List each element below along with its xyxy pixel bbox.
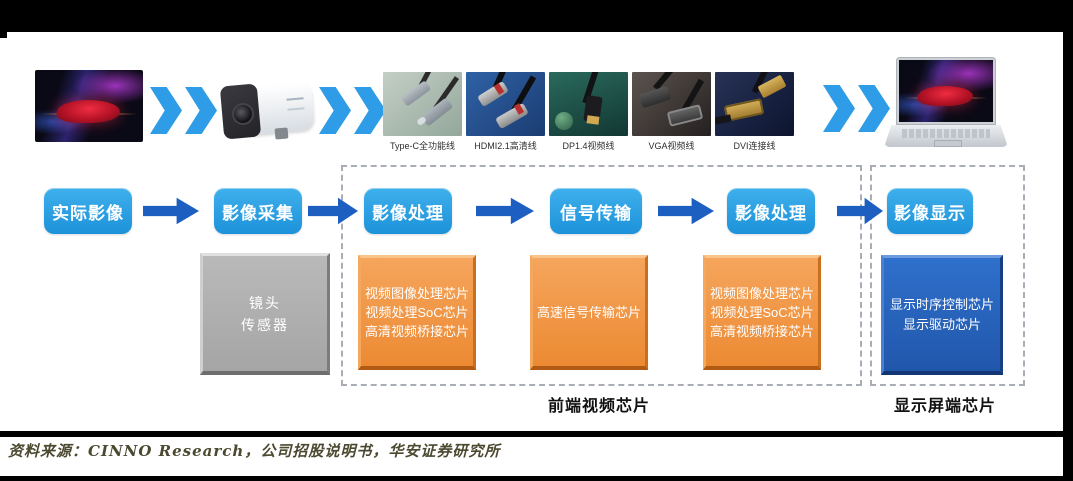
chevron-icon (319, 87, 351, 134)
cable-image-hdmi (466, 72, 545, 136)
right-black-bar (1063, 32, 1073, 481)
frontend-chip-group (341, 165, 862, 386)
bottom-black-bar (0, 476, 1073, 481)
flow-step-signal-transmission: 信号传输 (550, 188, 642, 234)
car-image (35, 70, 143, 142)
display-chip-group (870, 165, 1025, 386)
chip-line: 视频图像处理芯片 (709, 285, 814, 301)
car-image (899, 60, 993, 122)
frontend-chip-box-right: 视频图像处理芯片 视频处理SoC芯片 高清视频桥接芯片 (703, 255, 821, 370)
top-left-notch (0, 32, 7, 38)
chip-line: 视频图像处理芯片 (364, 285, 469, 301)
flow-step-image-display: 影像显示 (887, 188, 973, 234)
cable-label: DP1.4视频线 (562, 141, 615, 151)
cable-image-vga (632, 72, 711, 136)
footer-divider-line (0, 431, 1073, 437)
chip-line: 高速信号传输芯片 (536, 304, 641, 320)
chip-line: 视频处理SoC芯片 (365, 304, 469, 320)
chevron-icon (354, 87, 386, 134)
laptop-touchpad (934, 140, 962, 147)
cable-image-dp (549, 72, 628, 136)
lens-sensor-line: 镜头 (249, 294, 281, 311)
flow-step-image-processing-2: 影像处理 (727, 188, 815, 234)
chevron-right-icon (319, 87, 386, 134)
scene-photo (35, 70, 143, 142)
chevron-right-icon (150, 87, 217, 134)
camera-logo (286, 97, 305, 111)
frontend-group-label: 前端视频芯片 (547, 398, 650, 415)
display-group-label: 显示屏端芯片 (893, 398, 996, 415)
top-black-bar (0, 0, 1073, 32)
transmission-chip-box: 高速信号传输芯片 (530, 255, 648, 370)
laptop-image (884, 57, 1008, 153)
camera-mount (274, 127, 289, 140)
chevron-right-icon (823, 85, 890, 132)
source-note: 资料来源：CINNO Research，公司招股说明书，华安证券研究所 (8, 442, 501, 460)
flow-step-image-capture: 影像采集 (214, 188, 302, 234)
camera-lens (232, 103, 254, 125)
flow-step-image-processing-1: 影像处理 (364, 188, 452, 234)
chip-line: 高清视频桥接芯片 (709, 323, 814, 339)
chip-line: 视频处理SoC芯片 (710, 304, 814, 320)
lens-sensor-line: 传感器 (241, 316, 289, 333)
cable-label: HDMI2.1高清线 (474, 141, 537, 151)
chip-line: 显示驱动芯片 (902, 316, 981, 332)
chevron-icon (150, 87, 182, 134)
surveillance-camera-image (219, 72, 319, 150)
chevron-icon (185, 87, 217, 134)
flow-step-actual-image: 实际影像 (44, 188, 132, 234)
cable-image-dvi (715, 72, 794, 136)
cable-label: Type-C全功能线 (389, 141, 455, 151)
chevron-icon (823, 85, 855, 132)
frontend-chip-box-left: 视频图像处理芯片 视频处理SoC芯片 高清视频桥接芯片 (358, 255, 476, 370)
display-chip-box: 显示时序控制芯片 显示驱动芯片 (881, 255, 1003, 375)
laptop-keyboard (902, 129, 990, 138)
cable-label: DVI连接线 (733, 141, 776, 151)
chip-line: 高清视频桥接芯片 (364, 323, 469, 339)
arrow-right-icon (143, 197, 199, 225)
lens-sensor-box: 镜头 传感器 (200, 253, 330, 375)
cable-image-typec (383, 72, 462, 136)
cable-label: VGA视频线 (648, 141, 695, 151)
laptop-screen (896, 57, 996, 125)
chip-line: 显示时序控制芯片 (889, 296, 994, 312)
